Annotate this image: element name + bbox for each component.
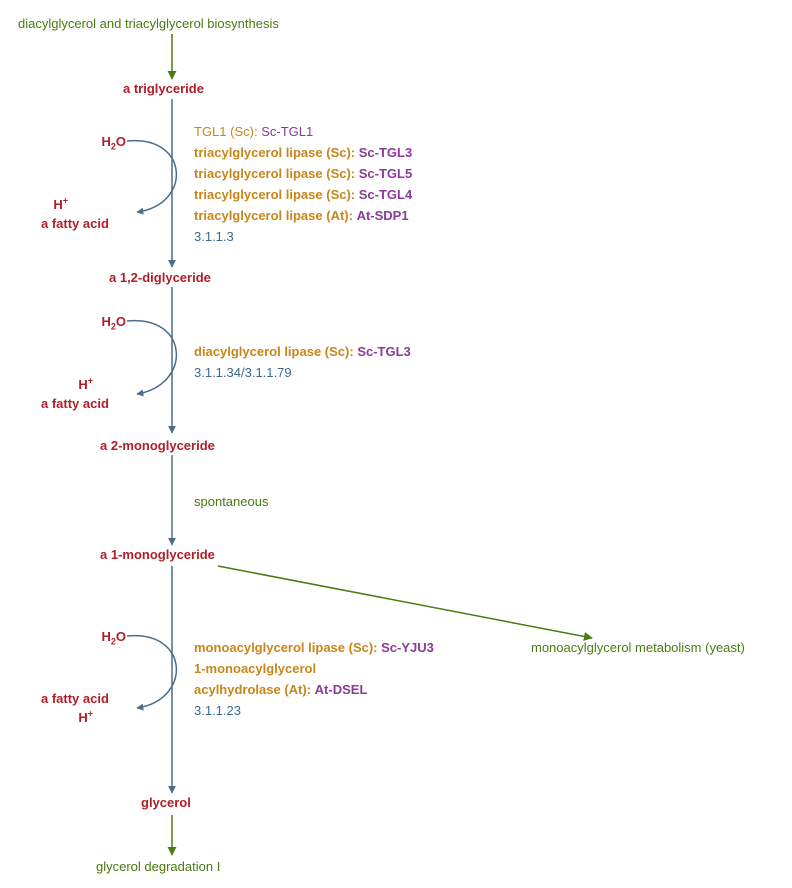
water-tail: O xyxy=(115,314,126,329)
water-tail: O xyxy=(115,134,126,149)
ec-number-1[interactable]: 3.1.1.3 xyxy=(194,229,234,244)
enzyme-row-1-2: triacylglycerol lipase (Sc): Sc-TGL3 xyxy=(194,145,412,161)
proton-base: H xyxy=(78,710,88,725)
enzyme-name[interactable]: acylhydrolase (At): xyxy=(194,682,312,697)
compound-proton-1[interactable]: H+ xyxy=(53,195,68,213)
enzyme-name[interactable]: diacylglycerol lipase (Sc): xyxy=(194,344,354,359)
gene-link[interactable]: Sc-TGL3 xyxy=(357,344,411,359)
compound-diglyceride[interactable]: a 1,2-diglyceride xyxy=(109,270,211,285)
water-tail: O xyxy=(115,629,126,644)
spontaneous-note: spontaneous xyxy=(194,494,269,509)
compound-glycerol[interactable]: glycerol xyxy=(141,795,191,810)
enzyme-row-1-4: triacylglycerol lipase (Sc): Sc-TGL4 xyxy=(194,187,412,203)
enzyme-row-4-2: acylhydrolase (At): At-DSEL xyxy=(194,682,367,698)
enzyme-name-line1[interactable]: 1-monoacylglycerol xyxy=(194,661,317,676)
proton-base: H xyxy=(78,377,88,392)
arrow-to-side-pathway xyxy=(217,565,593,641)
compound-proton-3[interactable]: H+ xyxy=(78,708,93,726)
enzyme-row-1-1: TGL1 (Sc): Sc-TGL1 xyxy=(194,124,313,140)
enzyme-row-1-5: triacylglycerol lipase (At): At-SDP1 xyxy=(194,208,409,224)
ec-number-4[interactable]: 3.1.1.23 xyxy=(194,703,241,718)
water-subscript: 2 xyxy=(110,141,116,152)
enzyme-name[interactable]: triacylglycerol lipase (Sc): xyxy=(194,187,356,202)
proton-base: H xyxy=(53,197,63,212)
enzyme-row-1-3: triacylglycerol lipase (Sc): Sc-TGL5 xyxy=(194,166,412,182)
gene-link[interactable]: Sc-TGL4 xyxy=(358,187,413,202)
ec-number-2[interactable]: 3.1.1.34/3.1.1.79 xyxy=(194,365,292,380)
water-subscript: 2 xyxy=(110,636,116,647)
gene-link[interactable]: Sc-TGL5 xyxy=(358,166,413,181)
enzyme-name[interactable]: monoacylglycerol lipase (Sc): xyxy=(194,640,378,655)
compound-fatty-acid-1[interactable]: a fatty acid xyxy=(41,216,109,231)
compound-fatty-acid-2[interactable]: a fatty acid xyxy=(41,396,109,411)
compound-water-2[interactable]: H2O xyxy=(101,314,126,332)
compound-fatty-acid-3[interactable]: a fatty acid xyxy=(41,691,109,706)
enzyme-name[interactable]: triacylglycerol lipase (Sc): xyxy=(194,166,356,181)
pathway-link-side[interactable]: monoacylglycerol metabolism (yeast) xyxy=(531,640,745,655)
cofactor-curve-3 xyxy=(126,635,177,711)
compound-triglyceride[interactable]: a triglyceride xyxy=(123,81,204,96)
proton-superscript: + xyxy=(62,195,68,206)
compound-2-monoglyceride[interactable]: a 2-monoglyceride xyxy=(100,438,215,453)
enzyme-row-2-1: diacylglycerol lipase (Sc): Sc-TGL3 xyxy=(194,344,411,360)
compound-water-1[interactable]: H2O xyxy=(101,134,126,152)
water-base: H xyxy=(101,314,111,329)
water-subscript: 2 xyxy=(110,321,116,332)
cofactor-curve-2 xyxy=(126,320,177,397)
pathway-link-bottom[interactable]: glycerol degradation I xyxy=(96,859,221,874)
gene-link[interactable]: At-SDP1 xyxy=(356,208,409,223)
water-base: H xyxy=(101,629,111,644)
water-base: H xyxy=(101,134,111,149)
enzyme-name[interactable]: triacylglycerol lipase (At): xyxy=(194,208,353,223)
enzyme-name[interactable]: TGL1 (Sc): xyxy=(194,124,258,139)
compound-water-3[interactable]: H2O xyxy=(101,629,126,647)
compound-proton-2[interactable]: H+ xyxy=(78,375,93,393)
compound-1-monoglyceride[interactable]: a 1-monoglyceride xyxy=(100,547,215,562)
gene-link[interactable]: Sc-TGL1 xyxy=(261,124,314,139)
proton-superscript: + xyxy=(87,375,93,386)
gene-link[interactable]: Sc-TGL3 xyxy=(358,145,413,160)
proton-superscript: + xyxy=(87,708,93,719)
cofactor-curve-1 xyxy=(126,140,177,215)
gene-link[interactable]: At-DSEL xyxy=(314,682,368,697)
enzyme-name[interactable]: triacylglycerol lipase (Sc): xyxy=(194,145,356,160)
enzyme-row-4-1: monoacylglycerol lipase (Sc): Sc-YJU3 xyxy=(194,640,434,656)
pathway-link-top[interactable]: diacylglycerol and triacylglycerol biosy… xyxy=(18,16,279,31)
gene-link[interactable]: Sc-YJU3 xyxy=(381,640,434,655)
